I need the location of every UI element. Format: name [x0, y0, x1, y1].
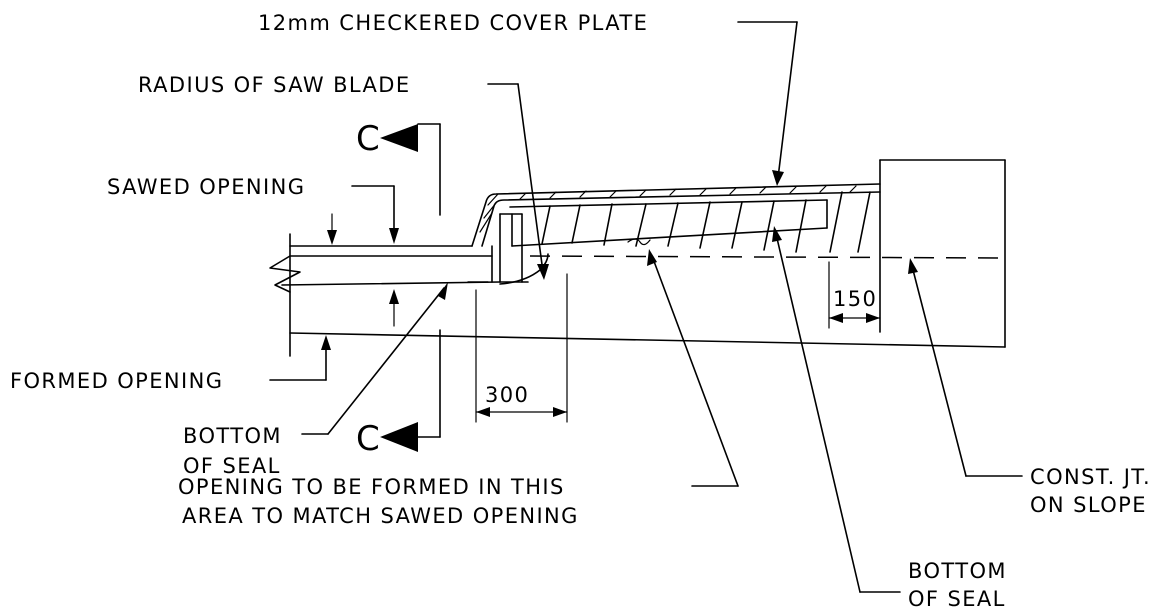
leader-const-jt: [908, 258, 1023, 477]
cover-plate-hatching: [479, 185, 857, 233]
label-sawed-opening: SAWED OPENING: [107, 175, 305, 199]
label-bottom-seal-right-2: OF SEAL: [908, 587, 1006, 611]
svg-text:300: 300: [485, 383, 529, 407]
label-formed-opening: FORMED OPENING: [10, 369, 223, 393]
label-const-jt-1: CONST. JT.: [1030, 465, 1151, 489]
svg-text:C: C: [356, 419, 380, 459]
label-bottom-seal-right-1: BOTTOM: [908, 559, 1007, 583]
label-cover-plate: 12mm CHECKERED COVER PLATE: [258, 11, 648, 35]
label-opening-formed-1: OPENING TO BE FORMED IN THIS: [178, 475, 565, 499]
dimension-150: 150: [828, 261, 881, 329]
dimension-300: 300: [475, 273, 568, 423]
label-radius-saw: RADIUS OF SAW BLADE: [138, 73, 411, 97]
leader-bottom-seal-left: [301, 282, 448, 435]
leader-sawed-opening: [327, 185, 399, 245]
anchor-hatching: [541, 191, 871, 253]
label-bottom-seal-left-1: BOTTOM: [183, 424, 282, 448]
leader-radius-saw: [487, 83, 549, 280]
label-bottom-seal-left-2: OF SEAL: [183, 454, 281, 478]
leader-formed-opening: [269, 289, 399, 381]
leader-bottom-seal-right: [772, 226, 901, 593]
break-mark: [627, 238, 651, 246]
construction-joint-line: [529, 255, 1006, 259]
leader-opening-formed: [647, 249, 739, 487]
svg-text:150: 150: [833, 287, 877, 311]
label-opening-formed-2: AREA TO MATCH SAWED OPENING: [182, 504, 579, 528]
svg-text:C: C: [356, 119, 380, 159]
section-mark-bottom: C: [356, 329, 441, 459]
label-const-jt-2: ON SLOPE: [1030, 493, 1147, 517]
section-mark-top: C: [356, 119, 441, 216]
leader-cover-plate: [737, 21, 798, 186]
